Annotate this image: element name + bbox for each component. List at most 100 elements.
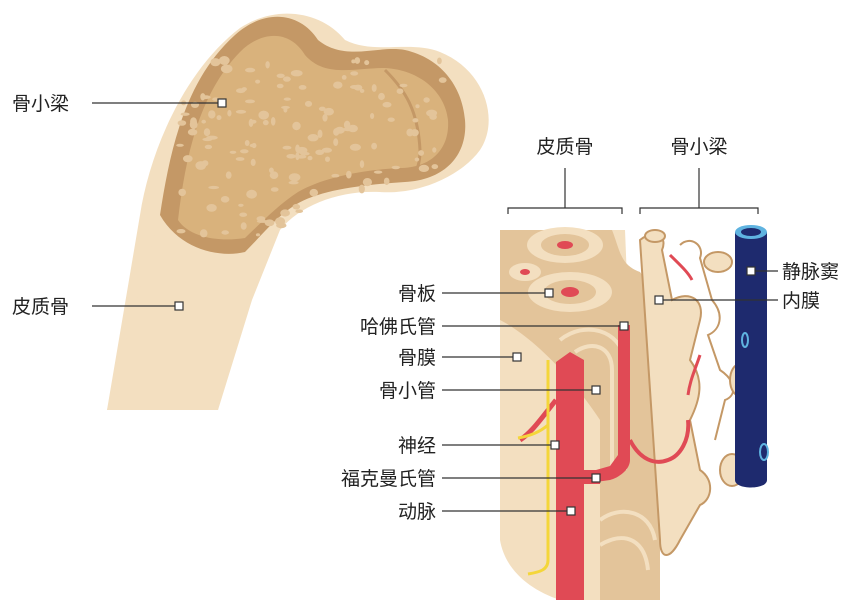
marker-lamella bbox=[545, 289, 553, 297]
trabecular-pore bbox=[183, 155, 193, 162]
trabecular-pore bbox=[230, 151, 237, 154]
trabecular-pore bbox=[333, 138, 338, 146]
trabecular-pore bbox=[210, 58, 220, 66]
trabecular-pore bbox=[263, 120, 269, 125]
label-femur-cortical: 皮质骨 bbox=[12, 296, 69, 318]
trabecular-pore bbox=[295, 152, 299, 160]
trabecular-pore bbox=[383, 102, 392, 108]
trabecular-pore bbox=[201, 120, 206, 124]
trabecular-pore bbox=[265, 61, 269, 68]
trabecular-pore bbox=[372, 84, 377, 92]
trabecular-pore bbox=[324, 108, 334, 116]
marker-nerve bbox=[551, 441, 559, 449]
marker-haversian-canal bbox=[620, 322, 628, 330]
trabecular-pore bbox=[295, 209, 303, 213]
trabecular-pore bbox=[360, 89, 365, 93]
trabecular-pore bbox=[281, 106, 290, 109]
trabecular-pore bbox=[300, 152, 309, 156]
trabecular-pore bbox=[284, 98, 291, 101]
trabecula-node-1 bbox=[704, 252, 732, 272]
trabecular-pore bbox=[219, 56, 230, 65]
marker-artery bbox=[567, 507, 575, 515]
trabecular-pore bbox=[286, 154, 295, 159]
trabecular-pore bbox=[256, 233, 260, 236]
trabecular-pore bbox=[397, 88, 404, 94]
label-lamella: 骨板 bbox=[398, 283, 436, 305]
trabecular-pore bbox=[181, 113, 190, 116]
trabecular-pore bbox=[205, 145, 212, 149]
trabecular-pore bbox=[426, 110, 437, 117]
trabecular-pore bbox=[350, 85, 359, 89]
trabecular-pore bbox=[271, 117, 276, 126]
trabecular-pore bbox=[270, 171, 279, 179]
trabecular-pore bbox=[350, 71, 358, 75]
trabecular-pore bbox=[245, 100, 255, 104]
bracket-label-trabecular: 骨小梁 bbox=[670, 136, 727, 158]
trabecular-pore bbox=[322, 148, 332, 153]
trabecula-node-4 bbox=[645, 230, 665, 242]
label-nerve: 神经 bbox=[398, 435, 436, 457]
trabecular-pore bbox=[251, 159, 256, 166]
trabecular-bracket bbox=[640, 168, 758, 214]
label-haversian-canal: 哈佛氏管 bbox=[360, 316, 436, 338]
brackets: 皮质骨 骨小梁 bbox=[508, 136, 758, 214]
trabecular-pore bbox=[208, 186, 219, 189]
label-artery: 动脉 bbox=[398, 501, 436, 523]
trabecular-pore bbox=[355, 57, 361, 64]
trabecular-pore bbox=[439, 77, 447, 83]
vein-sinus bbox=[735, 225, 768, 488]
vein-lumen bbox=[741, 228, 761, 236]
trabecular-pore bbox=[255, 80, 260, 84]
label-periosteum: 骨膜 bbox=[398, 347, 436, 369]
label-femur-trabecular: 骨小梁 bbox=[12, 93, 69, 115]
trabecular-pore bbox=[371, 143, 377, 150]
trabecular-pore bbox=[400, 84, 408, 87]
trabecular-pore bbox=[374, 171, 382, 174]
trabecular-pore bbox=[250, 120, 257, 124]
trabecular-pore bbox=[250, 144, 257, 148]
trabecular-pore bbox=[308, 156, 313, 160]
trabecular-pore bbox=[283, 76, 291, 81]
trabecular-pore bbox=[258, 111, 269, 120]
label-canaliculi: 骨小管 bbox=[379, 380, 436, 402]
trabecular-pore bbox=[289, 173, 301, 181]
trabecular-pore bbox=[239, 213, 247, 217]
trabecular-pore bbox=[299, 85, 307, 90]
trabecular-pore bbox=[308, 134, 319, 141]
trabecular-pore bbox=[271, 187, 279, 192]
osteon-canal-2 bbox=[520, 269, 530, 275]
trabecular-pore bbox=[188, 129, 197, 136]
trabecular-pore bbox=[280, 209, 290, 216]
trabecular-pore bbox=[423, 97, 429, 102]
trabecular-pore bbox=[257, 220, 269, 223]
trabecular-pore bbox=[246, 190, 257, 199]
trabecular-pore bbox=[176, 144, 184, 147]
trabecular-pore bbox=[245, 68, 255, 73]
trabecular-pore bbox=[342, 75, 347, 80]
trabecular-pore bbox=[370, 113, 374, 119]
trabecular-pore bbox=[202, 138, 212, 141]
trabecular-pore bbox=[363, 178, 372, 186]
marker-canaliculi bbox=[592, 386, 600, 394]
trabecular-pore bbox=[221, 64, 233, 73]
trabecular-pore bbox=[292, 122, 300, 130]
trabecular-pore bbox=[226, 171, 232, 178]
bone-cross-section bbox=[500, 225, 768, 600]
trabecular-pore bbox=[283, 146, 292, 150]
trabecular-pore bbox=[350, 144, 361, 151]
trabecular-pore bbox=[392, 166, 400, 169]
trabecular-pore bbox=[241, 222, 247, 229]
bracket-label-cortical: 皮质骨 bbox=[536, 136, 593, 158]
trabecular-pore bbox=[346, 171, 352, 179]
trabecular-pore bbox=[384, 178, 390, 185]
trabecular-pore bbox=[178, 120, 187, 126]
trabecular-pore bbox=[200, 229, 208, 237]
trabecular-pore bbox=[227, 110, 231, 117]
trabecular-pore bbox=[406, 129, 413, 137]
trabecular-pore bbox=[343, 128, 354, 132]
trabecular-pore bbox=[418, 150, 424, 156]
trabecular-pore bbox=[331, 174, 339, 178]
trabecular-pore bbox=[195, 161, 206, 170]
